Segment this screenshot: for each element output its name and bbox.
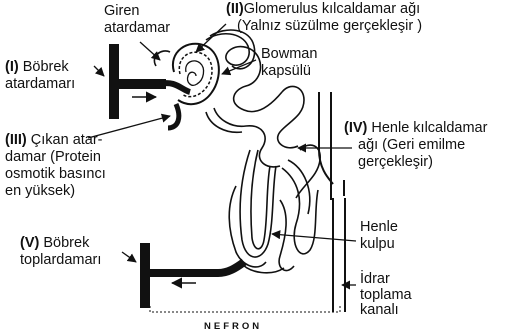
renal-vein-label: (V) Böbrek toplardamarı bbox=[20, 235, 101, 269]
giren-line1: Giren bbox=[104, 3, 170, 20]
giren-line2: atardamar bbox=[104, 20, 170, 37]
efferent-line4: en yüksek) bbox=[5, 183, 106, 200]
bowman-capsule-label: Bowman kapsülü bbox=[261, 46, 317, 80]
efferent-line1: Çıkan atar- bbox=[31, 132, 103, 148]
afferent-arteriole-label: Giren atardamar bbox=[104, 3, 170, 37]
glomerulus-line1: Glomerulus kılcaldamar ağı bbox=[244, 1, 421, 17]
nefron-label: NEFRON bbox=[204, 318, 262, 335]
renal-vein-line1: Böbrek bbox=[43, 235, 89, 251]
henle-loop-label: Henle kulpu bbox=[360, 219, 398, 253]
collecting-duct-line1: İdrar bbox=[360, 272, 412, 288]
henle-capillary-label: (IV) Henle kılcaldamar ağı (Geri emilme … bbox=[344, 120, 487, 171]
henle-loop-line1: Henle bbox=[360, 219, 398, 236]
glomerulus-label: (II)Glomerulus kılcaldamar ağı (Yalnız s… bbox=[226, 1, 422, 35]
henle-loop bbox=[229, 145, 320, 273]
renal-vein-line2: toplardamarı bbox=[20, 252, 101, 269]
collecting-duct bbox=[319, 92, 345, 312]
henle-capillary-line1: Henle kılcaldamar bbox=[371, 120, 487, 136]
collecting-duct-line2: toplama bbox=[360, 288, 412, 304]
nefron-bracket bbox=[150, 306, 340, 312]
efferent-number: (III) bbox=[5, 132, 27, 148]
renal-vein-number: (V) bbox=[20, 235, 39, 251]
henle-capillary-line3: gerçekleşir) bbox=[344, 154, 487, 171]
henle-capillary-line2: ağı (Geri emilme bbox=[344, 137, 487, 154]
renal-artery-line2: atardamarı bbox=[5, 76, 75, 93]
efferent-line2: damar (Protein bbox=[5, 149, 106, 166]
collecting-duct-label: İdrar toplama kanalı bbox=[360, 272, 412, 319]
renal-vein bbox=[140, 243, 244, 308]
renal-artery-label: (I) Böbrek atardamarı bbox=[5, 59, 75, 93]
renal-artery-line1: Böbrek bbox=[23, 59, 69, 75]
glomerulus-number: (II) bbox=[226, 1, 244, 17]
renal-artery-number: (I) bbox=[5, 59, 19, 75]
bowman-line1: Bowman bbox=[261, 46, 317, 63]
renal-artery bbox=[109, 44, 166, 119]
bowman-line2: kapsülü bbox=[261, 63, 317, 80]
henle-loop-line2: kulpu bbox=[360, 236, 398, 253]
collecting-duct-line3: kanalı bbox=[360, 303, 412, 319]
henle-capillary-number: (IV) bbox=[344, 120, 367, 136]
glomerulus-line2: (Yalnız süzülme gerçekleşir ) bbox=[226, 18, 422, 35]
efferent-line3: osmotik basıncı bbox=[5, 166, 106, 183]
efferent-arteriole-label: (III) Çıkan atar- damar (Protein osmotik… bbox=[5, 132, 106, 200]
